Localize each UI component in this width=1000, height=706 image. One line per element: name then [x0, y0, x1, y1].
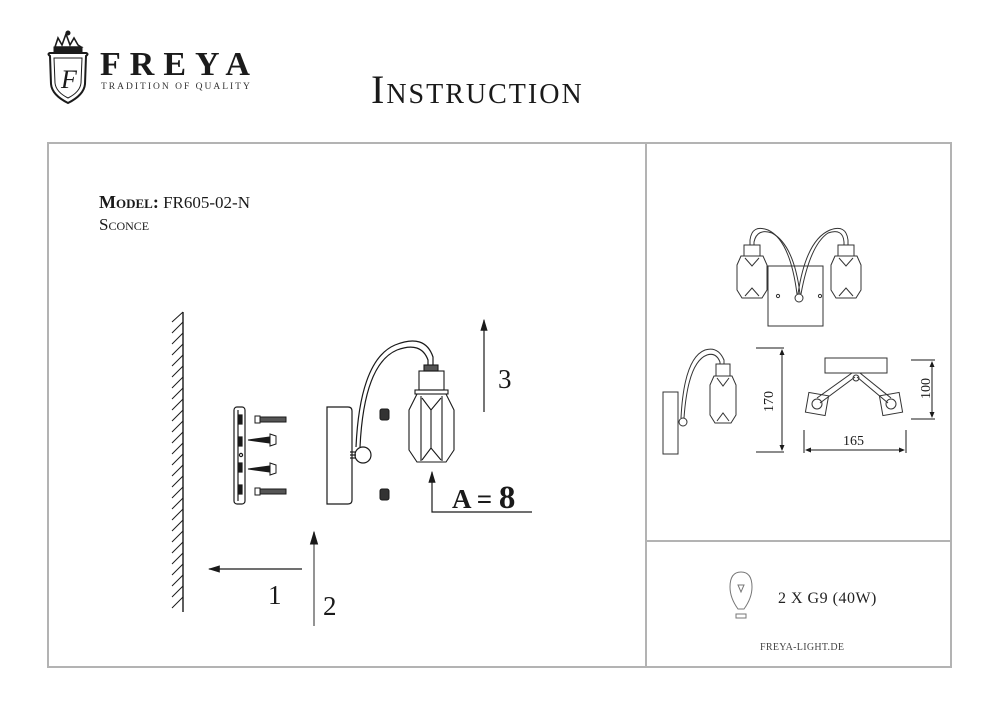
light-bulb-icon [729, 571, 753, 619]
wall-plug-icon [247, 433, 277, 476]
step-3-label: 3 [498, 364, 512, 394]
website-link[interactable]: FREYA-LIGHT.DE [760, 642, 845, 653]
sconce-arm-icon [350, 340, 434, 464]
backplate [326, 406, 353, 505]
top-view-icon [804, 357, 904, 417]
depth-dimension: 100 [919, 378, 934, 399]
arrow-icon [428, 470, 532, 513]
side-view-icon [662, 348, 737, 455]
front-view-icon [736, 227, 862, 327]
cap-nut-icon [379, 408, 390, 501]
instruction-frame [47, 142, 952, 668]
horizontal-divider [646, 540, 952, 542]
step-2-label: 2 [323, 591, 337, 621]
crystal-shade-icon [408, 364, 455, 463]
screw-count-label: A = 8 [452, 480, 515, 517]
bulb-spec: 2 X G9 (40W) [778, 590, 877, 607]
model-label: Model: [99, 192, 159, 212]
model-value: FR605-02-N [163, 193, 250, 212]
model-line: Model: FR605-02-N [99, 192, 250, 213]
vertical-divider [645, 142, 647, 668]
brand-name: FREYA [100, 46, 259, 83]
a-equals: = [476, 484, 493, 514]
product-type: Sconce [99, 215, 150, 234]
page-title: Instruction [371, 67, 584, 112]
brand-tagline: TRADITION OF QUALITY [101, 82, 252, 92]
height-dimension: 170 [762, 391, 777, 412]
screw-icon [254, 415, 287, 496]
svg-text:F: F [60, 65, 78, 94]
mounting-bracket-icon [233, 406, 246, 505]
a-value: 8 [498, 480, 516, 516]
a-label: A [452, 484, 471, 514]
width-dimension: 165 [843, 434, 864, 449]
step-1-label: 1 [268, 580, 282, 610]
